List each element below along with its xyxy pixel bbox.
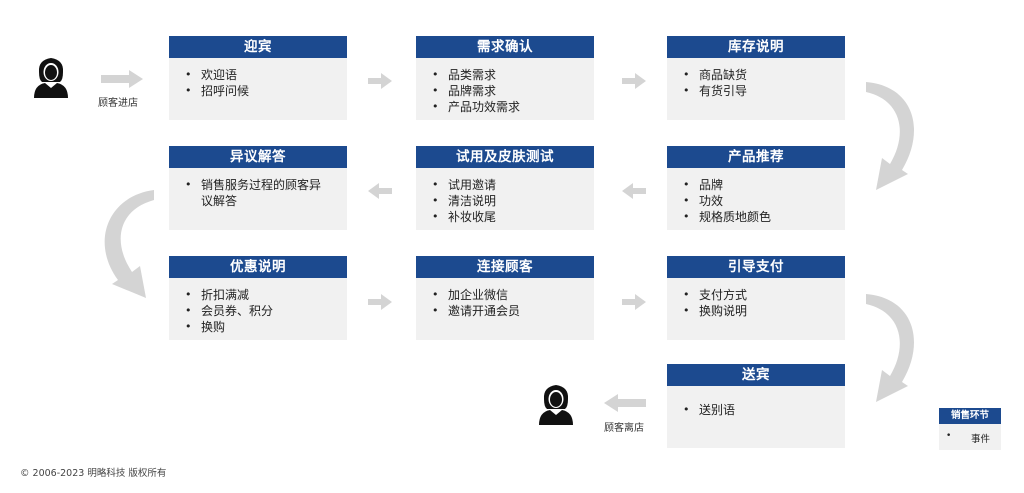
stage-card-needs: 需求确认 品类需求 品牌需求 产品功效需求 (416, 36, 594, 120)
event-item: 品类需求 (428, 67, 582, 83)
event-item: 功效 (679, 193, 833, 209)
arrow-right-icon (101, 70, 143, 88)
event-item: 品牌需求 (428, 83, 582, 99)
woman-icon (539, 385, 573, 425)
stage-card-welcome: 迎宾 欢迎语 招呼问候 (169, 36, 347, 120)
stage-card-stock: 库存说明 商品缺货 有货引导 (667, 36, 845, 120)
stage-title: 引导支付 (667, 256, 845, 278)
event-item: 商品缺货 (679, 67, 833, 83)
event-item: 产品功效需求 (428, 99, 582, 115)
curved-arrow-down-icon (866, 294, 914, 402)
event-item-continued: 议解答 (201, 194, 238, 208)
event-item: 会员券、积分 (181, 303, 335, 319)
legend-item: 事件 (971, 434, 991, 445)
stage-title: 送宾 (667, 364, 845, 386)
arrow-left-icon (604, 394, 646, 412)
event-item: 品牌 (679, 177, 833, 193)
event-item: 邀请开通会员 (428, 303, 582, 319)
stage-card-connect: 连接顾客 加企业微信 邀请开通会员 (416, 256, 594, 340)
stage-title: 需求确认 (416, 36, 594, 58)
end-caption: 顾客离店 (604, 423, 644, 434)
stage-card-recommend: 产品推荐 品牌 功效 规格质地颜色 (667, 146, 845, 230)
event-item: 支付方式 (679, 287, 833, 303)
event-item: 换购说明 (679, 303, 833, 319)
event-item: 加企业微信 (428, 287, 582, 303)
copyright-footer: © 2006-2023 明略科技 版权所有 (20, 468, 167, 479)
event-item: 招呼问候 (181, 83, 335, 99)
arrow-left-icon (368, 183, 392, 199)
stage-card-payment: 引导支付 支付方式 换购说明 (667, 256, 845, 340)
event-item: 折扣满减 (181, 287, 335, 303)
curved-arrow-down-icon (104, 190, 154, 298)
woman-icon (34, 58, 68, 98)
legend: 销售环节 • 事件 (939, 408, 1001, 450)
event-item: 补妆收尾 (428, 209, 582, 225)
event-item: 送别语 (679, 402, 833, 418)
legend-title: 销售环节 (939, 408, 1001, 424)
stage-title: 连接顾客 (416, 256, 594, 278)
event-item: 欢迎语 (181, 67, 335, 83)
event-item: 换购 (181, 319, 335, 335)
arrow-left-icon (622, 183, 646, 199)
arrow-right-icon (368, 73, 392, 89)
event-item: 清洁说明 (428, 193, 582, 209)
stage-card-trial: 试用及皮肤测试 试用邀请 清洁说明 补妆收尾 (416, 146, 594, 230)
stage-title: 产品推荐 (667, 146, 845, 168)
stage-title: 试用及皮肤测试 (416, 146, 594, 168)
arrow-right-icon (622, 294, 646, 310)
event-item: 有货引导 (679, 83, 833, 99)
event-item: 规格质地颜色 (679, 209, 833, 225)
event-item: 试用邀请 (428, 177, 582, 193)
arrow-right-icon (622, 73, 646, 89)
bullet-icon: • (946, 431, 952, 441)
stage-card-discount: 优惠说明 折扣满减 会员券、积分 换购 (169, 256, 347, 340)
event-item: 销售服务过程的顾客异 (181, 177, 335, 193)
curved-arrow-down-icon (866, 82, 914, 190)
stage-card-objection: 异议解答 销售服务过程的顾客异 议解答 (169, 146, 347, 230)
arrow-right-icon (368, 294, 392, 310)
stage-title: 异议解答 (169, 146, 347, 168)
stage-title: 优惠说明 (169, 256, 347, 278)
start-caption: 顾客进店 (98, 98, 138, 109)
stage-title: 迎宾 (169, 36, 347, 58)
stage-card-farewell: 送宾 送别语 (667, 364, 845, 448)
stage-title: 库存说明 (667, 36, 845, 58)
